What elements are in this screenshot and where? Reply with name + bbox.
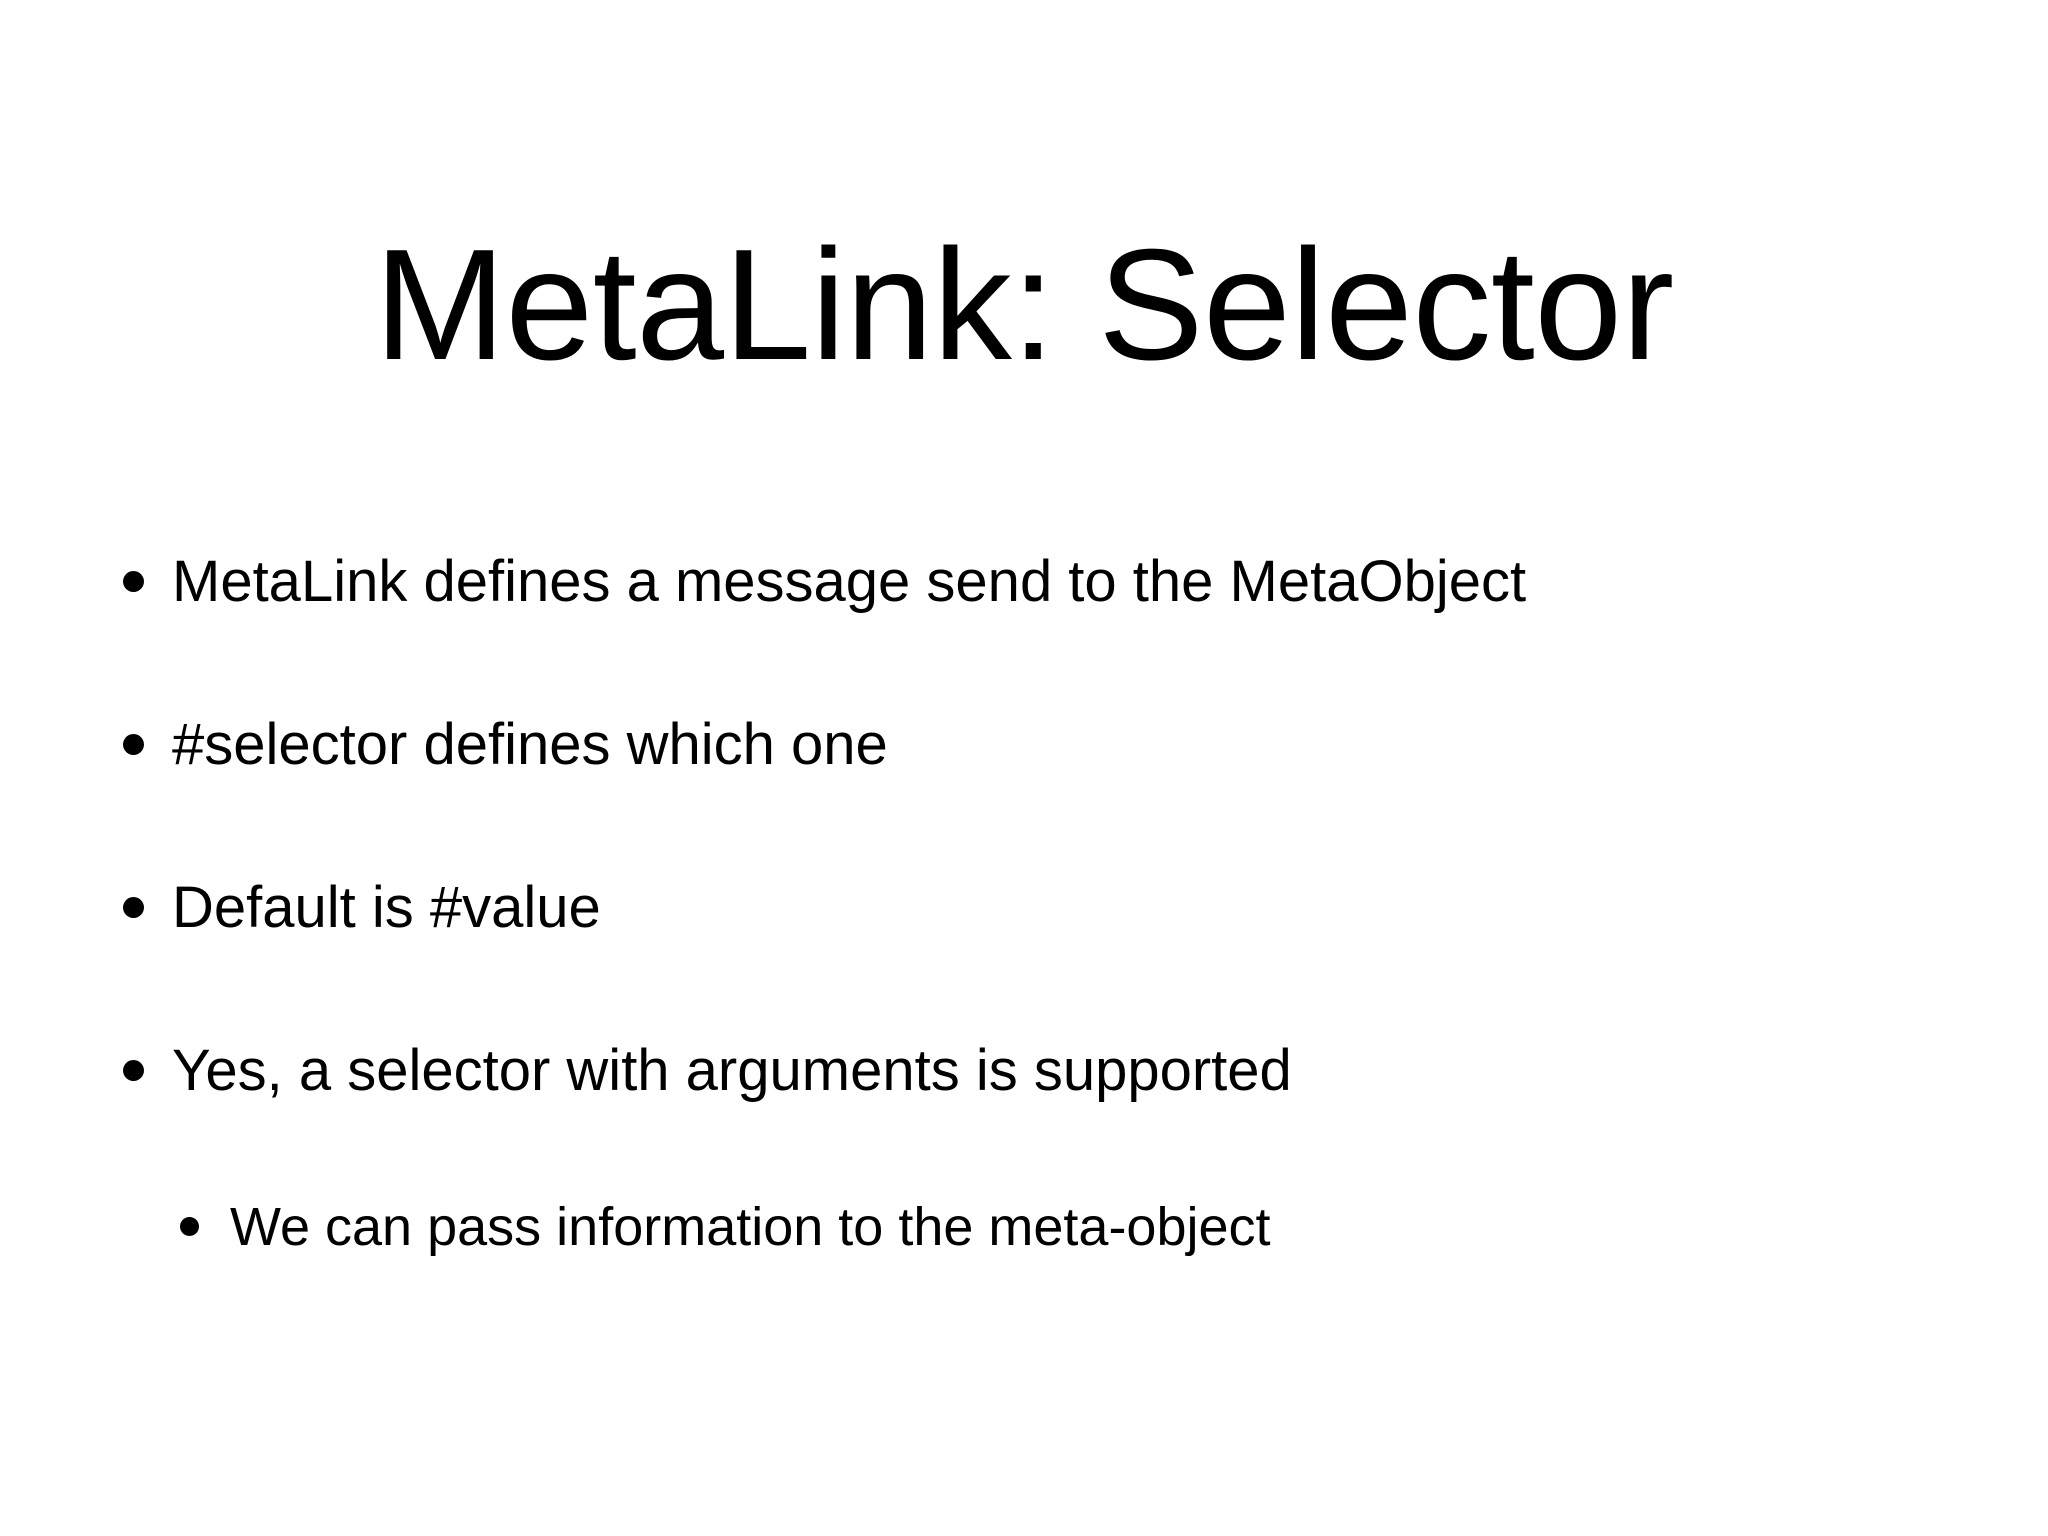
bullet-dot-icon (180, 1217, 199, 1236)
slide-title: MetaLink: Selector (374, 216, 1674, 393)
bullet-text: Yes, a selector with arguments is suppor… (172, 1038, 1292, 1103)
bullet-dot-icon (123, 571, 144, 592)
sub-bullet-text: We can pass information to the meta-obje… (230, 1197, 1271, 1257)
bullet-item-3: Default is #value (0, 826, 2048, 989)
bullet-text: MetaLink defines a message send to the M… (172, 549, 1527, 614)
bullet-text: #selector defines which one (172, 712, 888, 777)
bullet-dot-icon (123, 734, 144, 755)
bullet-dot-icon (123, 1060, 144, 1081)
bullet-item-2: #selector defines which one (0, 663, 2048, 826)
bullet-text: Default is #value (172, 875, 601, 940)
bullet-list: MetaLink defines a message send to the M… (0, 500, 2048, 1302)
sub-bullet-item-1: We can pass information to the meta-obje… (0, 1152, 2048, 1302)
bullet-dot-icon (123, 897, 144, 918)
bullet-item-1: MetaLink defines a message send to the M… (0, 500, 2048, 663)
bullet-item-4: Yes, a selector with arguments is suppor… (0, 989, 2048, 1152)
